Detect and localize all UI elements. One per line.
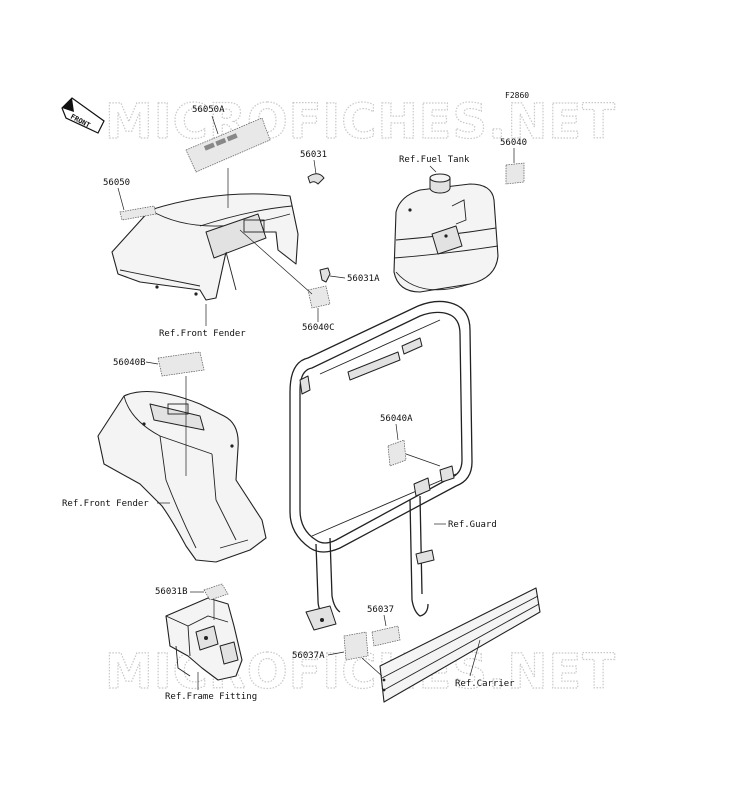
label-56040A: 56040A xyxy=(380,414,413,424)
part-56031A xyxy=(319,267,331,283)
label-56040: 56040 xyxy=(500,138,527,148)
ref-front-fender-top: Ref.Front Fender xyxy=(159,329,246,339)
label-56037A: 56037A xyxy=(292,651,325,661)
label-56037: 56037 xyxy=(367,605,394,615)
part-56031 xyxy=(307,173,325,185)
fuel-tank xyxy=(393,173,499,293)
carrier-bar xyxy=(379,587,541,703)
label-56031B: 56031B xyxy=(155,587,188,597)
figure-code: F2860 xyxy=(505,91,529,100)
decal-56040 xyxy=(505,162,525,185)
decal-56037A xyxy=(343,631,369,661)
decal-56031B xyxy=(203,583,229,601)
decal-56037 xyxy=(371,625,401,647)
decal-56050 xyxy=(119,205,157,221)
ref-front-fender-middle: Ref.Front Fender xyxy=(62,499,149,509)
label-56031A: 56031A xyxy=(347,274,380,284)
label-56050A: 56050A xyxy=(192,105,225,115)
decal-56040A xyxy=(387,439,407,467)
decal-56040B xyxy=(157,351,205,377)
ref-carrier: Ref.Carrier xyxy=(455,679,515,689)
label-56040B: 56040B xyxy=(113,358,146,368)
front-arrow-icon: FRONT xyxy=(61,97,105,134)
decal-56040C xyxy=(307,285,331,309)
frame-fitting xyxy=(165,597,243,681)
label-56050: 56050 xyxy=(103,178,130,188)
ref-frame-fitting: Ref.Frame Fitting xyxy=(165,692,257,702)
ref-guard: Ref.Guard xyxy=(448,520,497,530)
decal-56050A xyxy=(185,117,271,173)
watermark-top: MICROFICHES.NET xyxy=(105,94,616,150)
ref-fuel-tank: Ref.Fuel Tank xyxy=(399,155,470,165)
label-56031: 56031 xyxy=(300,150,327,160)
front-fender-middle xyxy=(97,391,267,563)
guard-frame xyxy=(289,300,473,631)
front-fender-top xyxy=(111,193,299,301)
label-56040C: 56040C xyxy=(302,323,335,333)
